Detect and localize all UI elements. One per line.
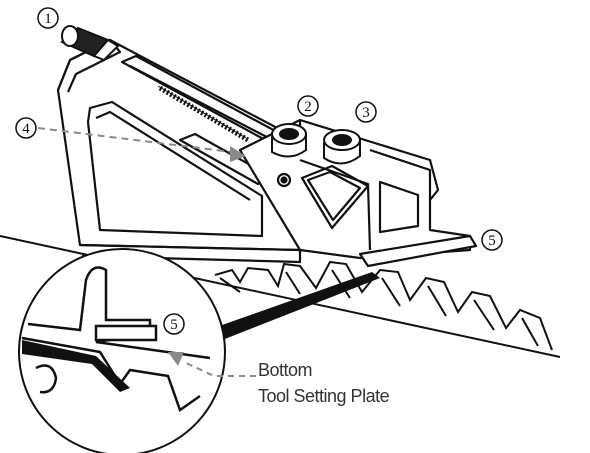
callout-2: 2 [297,95,319,117]
knob-1 [60,25,120,62]
arrow-bottom-plate [183,361,256,377]
callout-4-label: 4 [22,121,30,137]
callout-3-label: 3 [362,105,370,121]
detail-view [18,248,380,453]
callout-3: 3 [355,101,377,123]
arrow-bottom-plate-head [168,352,184,366]
callout-5-detail-label: 5 [170,317,178,333]
arrow-4 [37,127,233,153]
callout-5-main-label: 5 [488,233,496,249]
jig-body [56,38,478,268]
callout-1-label: 1 [44,11,52,27]
callout-4: 4 [15,117,37,139]
callout-2-label: 2 [304,99,312,115]
callout-1: 1 [37,7,59,29]
knob-3 [323,129,361,165]
callout-5-detail: 5 [163,313,185,335]
caption-line-2: Tool Setting Plate [258,386,390,406]
callout-5-main: 5 [481,229,503,251]
knob-2 [271,123,307,158]
arrow-4-head [230,146,246,162]
caption-line-1: Bottom [258,360,312,380]
